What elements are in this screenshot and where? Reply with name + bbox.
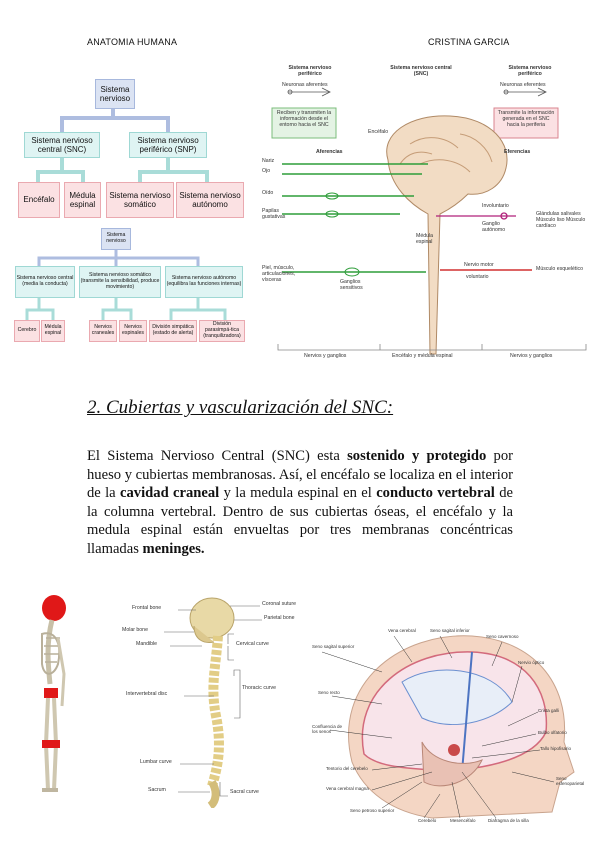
tree2-somatic: Sistema nervioso somático (transmite la … xyxy=(79,266,161,298)
spine-graphics xyxy=(164,597,262,808)
diagram-graphics xyxy=(271,87,587,355)
encephalon-label: Encéfalo xyxy=(368,129,389,135)
tree2-leaf-brain: Cerebro xyxy=(14,320,40,342)
spine-intervertebral-disc: Intervertebral disc xyxy=(126,691,168,697)
sense-ear: Oído xyxy=(262,190,274,196)
afferent-box: Reciben y transmiten la información desd… xyxy=(276,110,332,128)
nervous-system-tree-detailed: Sistema nervioso Sistema nervioso centra… xyxy=(13,226,245,346)
afferent-efferent-diagram: Sistema nervioso periférico Sistema nerv… xyxy=(260,64,590,374)
tree-connectors xyxy=(36,108,209,182)
sinus-inferior-sagittal: Seno sagital inferior xyxy=(430,628,470,633)
col-right-title: Sistema nervioso periférico xyxy=(508,65,552,77)
nervous-system-tree: Sistema nervioso Sistema nervioso centra… xyxy=(16,76,246,226)
tree1-central: Sistema nervioso central (SNC) xyxy=(24,132,100,158)
tree1-somatic: Sistema nervioso somático xyxy=(106,182,174,218)
sinus-optic-nerve: Nervio óptico xyxy=(518,660,545,665)
efferences-label: Eferencias xyxy=(504,149,531,155)
section-paragraph: El Sistema Nervioso Central (SNC) esta s… xyxy=(87,448,514,557)
sense-taste: Papilas gustativas xyxy=(262,208,286,220)
sinus-superior-sagittal: Seno sagital superior xyxy=(312,644,355,649)
spine-mandible: Mandible xyxy=(136,641,158,647)
tree1-autonomic: Sistema nervioso autónomo xyxy=(176,182,244,218)
sinus-confluence: Confluencia de los senos xyxy=(312,724,343,735)
bottom-nerves-right: Nervios y ganglios xyxy=(510,353,553,359)
spine-lumbar-curve: Lumbar curve xyxy=(140,759,172,765)
spine-sacral-curve: Sacral curve xyxy=(230,789,259,795)
tree1-spinal: Médula espinal xyxy=(64,182,101,218)
tree1-peripheral: Sistema nervioso periférico (SNP) xyxy=(129,132,207,158)
tree2-connectors xyxy=(25,250,227,320)
efferent-box: Transmite la información generada en el … xyxy=(497,110,555,128)
tree2-central: Sistema nervioso central (media la condu… xyxy=(15,266,75,298)
sinus-pituitary-stalk: Tallo hipofisario xyxy=(540,746,572,751)
sinus-straight: Seno recto xyxy=(318,690,340,695)
tree1-encephalon: Encéfalo xyxy=(18,182,60,218)
spine-cervical-curve: Cervical curve xyxy=(236,641,269,647)
afferent-neurons: Neuronas aferentes xyxy=(282,82,328,88)
tree2-leaf-parasympathetic: División parasimpá-tica (tranquilizadora… xyxy=(199,320,245,342)
tree2-leaf-sympathetic: División simpática (estado de alerta) xyxy=(149,320,197,342)
bottom-nerves-left: Nervios y ganglios xyxy=(304,353,347,359)
motor-nerve-label: Nervio motor xyxy=(464,262,494,268)
sinus-crista-galli: Crista galli xyxy=(538,708,560,713)
voluntary-label: voluntario xyxy=(466,274,489,280)
skin-label: Piel, músculo, articulaciones, vísceras xyxy=(262,265,296,283)
spinal-cord-label: Médula espinal xyxy=(416,233,434,245)
tree2-root: Sistema nervioso xyxy=(101,228,131,250)
spine-sacrum: Sacrum xyxy=(148,787,166,793)
sense-eye: Ojo xyxy=(262,168,271,174)
spine-illustration: Frontal bone Molar bone Mandible Interve… xyxy=(122,596,310,808)
sinus-cerebellum: Cerebelo xyxy=(418,818,437,823)
sinus-cavernous: Seno cavernoso xyxy=(486,634,519,639)
sinus-superior-petrosal: Seno petroso superior xyxy=(350,808,395,813)
spine-coronal-suture: Coronal suture xyxy=(262,601,297,607)
sinus-diaphragm-sella: Diafragma de la silla xyxy=(488,818,529,823)
autonomic-ganglion-label: Ganglio autónomo xyxy=(482,221,506,233)
efferent-neurons: Neuronas eferentes xyxy=(500,82,546,88)
skeletal-label: Músculo esquelético xyxy=(536,266,584,272)
tree2-leaf-cranial: Nervios craneales xyxy=(89,320,117,342)
skeleton-illustration xyxy=(28,594,78,806)
sensory-ganglia-label: Ganglios sensitivos xyxy=(340,279,363,291)
neuron-glyphs xyxy=(287,87,547,97)
col-mid-title: Sistema nervioso central (SNC) xyxy=(390,65,452,77)
sinus-mesencephalon: Mesencéfalo xyxy=(450,818,476,823)
bottom-cns: Encéfalo y médula espinal xyxy=(392,353,453,359)
afferences-label: Aferencias xyxy=(316,149,343,155)
glands-label: Glándulas salivales Músculo liso Músculo… xyxy=(536,211,586,229)
spine-frontal-bone: Frontal bone xyxy=(132,605,162,611)
sinus-olfactory-bulb: Bulbo olfatorio xyxy=(538,730,567,735)
spine-molar-bone: Molar bone xyxy=(122,627,148,633)
involuntary-label: Involuntario xyxy=(482,203,509,209)
tree2-autonomic: Sistema nervioso autónomo (equilibra las… xyxy=(165,266,243,298)
sinus-cerebral-vein: Vena cerebral xyxy=(388,628,416,633)
tree1-root: Sistema nervioso xyxy=(95,79,135,109)
spine-parietal-bone: Parietal bone xyxy=(264,615,295,621)
spine-thoracic-curve: Thoracic curve xyxy=(242,685,277,691)
tree2-leaf-spinal: Médula espinal xyxy=(41,320,65,342)
section-title: 2. Cubiertas y vascularización del SNC: xyxy=(87,397,394,418)
header-left: ANATOMIA HUMANA xyxy=(87,37,178,47)
dural-sinus-illustration: Vena cerebral Seno sagital inferior Seno… xyxy=(312,622,592,826)
header-right: CRISTINA GARCIA xyxy=(428,37,510,47)
sense-nose: Nariz xyxy=(262,158,275,164)
col-left-title: Sistema nervioso periférico xyxy=(288,65,332,77)
sinus-graphics xyxy=(321,635,575,819)
tree2-leaf-spinal-nerves: Nervios espinales xyxy=(119,320,147,342)
sinus-tentorium: Tentorio del cerebelo xyxy=(326,766,368,771)
sinus-great-cerebral-vein: Vena cerebral magna xyxy=(326,786,369,791)
sinus-sphenoparietal: Seno esfenoparietal xyxy=(556,776,585,787)
